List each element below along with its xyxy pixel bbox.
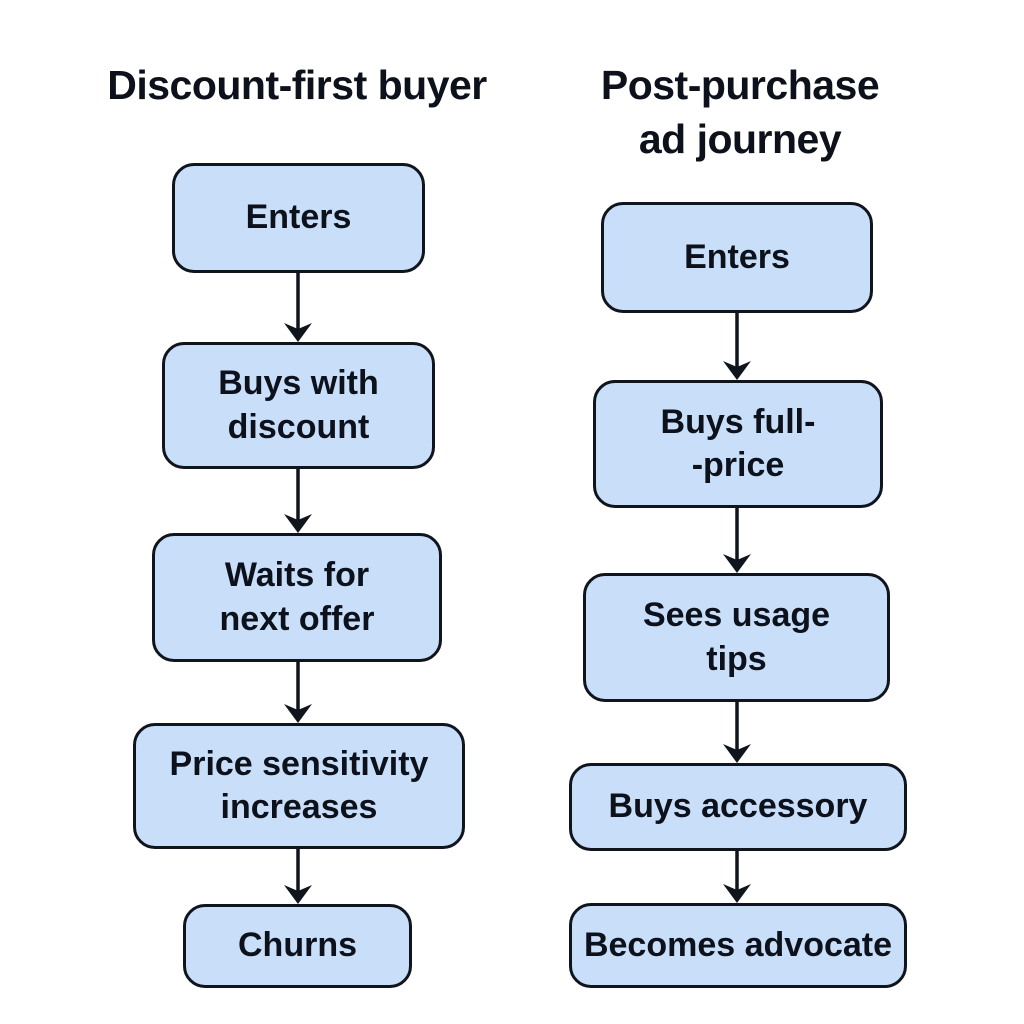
flow-title-post-purchase: Post-purchase ad journey <box>600 62 880 163</box>
step-box-becomes-advocate: Becomes advocate <box>569 903 907 988</box>
arrow-down-icon <box>717 313 757 380</box>
step-label: Waits for next offer <box>219 556 375 638</box>
arrow-down-icon <box>278 469 318 533</box>
step-label: Enters <box>245 198 352 237</box>
step-box-waits-for-next-offer: Waits for next offer <box>152 533 442 662</box>
step-box-sees-usage-tips: Sees usage tips <box>583 573 890 702</box>
arrow-down-icon <box>278 662 318 723</box>
arrow-down-icon <box>717 702 757 763</box>
arrow-down-icon <box>278 273 318 342</box>
arrow-down-icon <box>278 849 318 904</box>
step-label: Buys full- -price <box>660 402 816 484</box>
step-box-enters-left: Enters <box>172 163 425 273</box>
step-box-buys-full-price: Buys full- -price <box>593 380 883 508</box>
step-box-buys-with-discount: Buys with discount <box>162 342 435 469</box>
step-label: Enters <box>684 237 790 276</box>
step-label: Becomes advocate <box>583 925 893 964</box>
step-label: Churns <box>238 926 357 965</box>
step-box-price-sensitivity-increases: Price sensitivity increases <box>133 723 465 849</box>
flow-title-discount-first: Discount-first buyer <box>107 62 487 108</box>
step-label: Price sensitivity increases <box>169 744 429 826</box>
step-label: Sees usage tips <box>642 596 831 678</box>
step-label: Buys with discount <box>218 364 379 446</box>
step-box-buys-accessory: Buys accessory <box>569 763 907 851</box>
step-label: Buys accessory <box>608 787 868 826</box>
arrow-down-icon <box>717 851 757 903</box>
step-box-churns: Churns <box>183 904 412 988</box>
step-box-enters-right: Enters <box>601 202 873 313</box>
arrow-down-icon <box>717 508 757 573</box>
